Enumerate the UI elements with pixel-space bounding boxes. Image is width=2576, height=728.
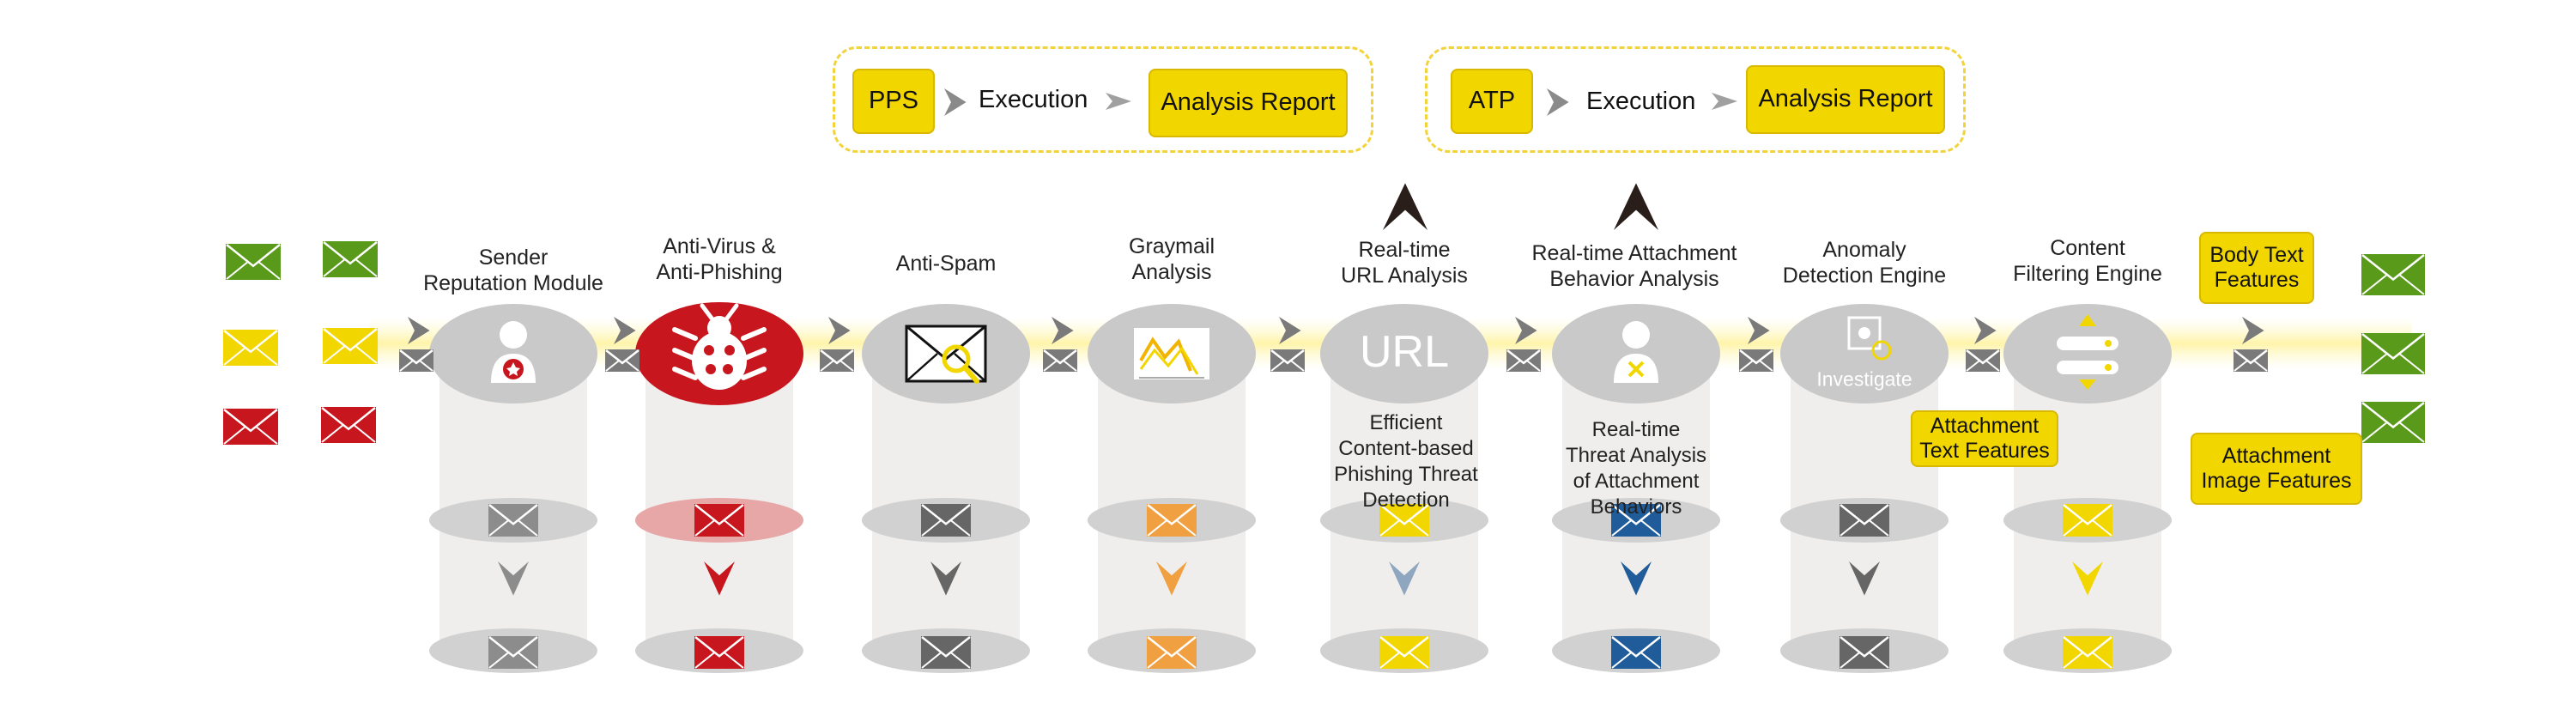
flow-envelope-icon xyxy=(605,349,639,372)
pps-analysis-report-box: Analysis Report xyxy=(1149,69,1348,137)
stage-output-envelope-icon xyxy=(488,636,538,669)
stage-output-envelope-icon xyxy=(1840,636,1889,669)
pps-execution-label: Execution xyxy=(979,86,1088,113)
stage-oval xyxy=(1320,304,1488,403)
stage-output-envelope-icon xyxy=(921,636,971,669)
flow-arrow-icon xyxy=(1974,317,1997,344)
stage-down-arrow-icon xyxy=(498,561,529,596)
chart-icon xyxy=(1134,328,1209,379)
flow-arrow-icon xyxy=(1515,317,1537,344)
stage-title-attachment-behavior: Real-time Attachment Behavior Analysis xyxy=(1531,241,1737,291)
incoming-email-icon xyxy=(321,407,376,443)
flow-envelope-icon xyxy=(1506,349,1541,372)
stage-title-content-filtering: Content Filtering Engine xyxy=(2013,236,2162,286)
atp-report-arrow-icon xyxy=(1712,93,1737,110)
incoming-email-icon xyxy=(223,330,278,366)
stage-input-envelope-icon xyxy=(1147,504,1197,537)
attachment-image-features-box: Attachment Image Features xyxy=(2191,433,2362,505)
atp-execution-label: Execution xyxy=(1586,88,1696,115)
flow-envelope-icon xyxy=(1739,349,1773,372)
investigate-icon-text: Investigate xyxy=(1816,367,1912,391)
stage-down-arrow-icon xyxy=(704,561,735,596)
stage-down-arrow-icon xyxy=(1156,561,1187,596)
flow-arrow-icon xyxy=(1052,317,1074,344)
attachment-text-features-box: Attachment Text Features xyxy=(1911,410,2058,467)
pps-arrow-icon xyxy=(944,88,967,116)
stage-down-arrow-icon xyxy=(1389,561,1420,596)
stage-input-envelope-icon xyxy=(1611,504,1661,537)
top-flow-atp xyxy=(1425,46,1966,153)
outgoing-email-icon xyxy=(2361,254,2425,295)
pps-box: PPS xyxy=(852,69,935,134)
stage-input-envelope-icon xyxy=(694,504,744,537)
envelope-search-icon xyxy=(905,325,987,384)
stage-input-envelope-icon xyxy=(1379,504,1429,537)
stage-down-arrow-icon xyxy=(1849,561,1880,596)
user-badge-icon xyxy=(491,321,536,383)
stage-output-envelope-icon xyxy=(1611,636,1661,669)
stage-input-envelope-icon xyxy=(488,504,538,537)
flow-arrow-icon xyxy=(2242,317,2264,344)
atp-analysis-report-box: Analysis Report xyxy=(1746,65,1945,134)
incoming-email-icon xyxy=(323,241,378,277)
flow-arrow-icon xyxy=(614,317,636,344)
stage-oval xyxy=(1780,304,1949,403)
stage-down-arrow-icon xyxy=(930,561,961,596)
stage-title-antivirus: Anti-Virus & Anti-Phishing xyxy=(656,234,783,284)
flow-envelope-icon xyxy=(399,349,433,372)
flow-envelope-icon xyxy=(1270,349,1305,372)
stage-input-envelope-icon xyxy=(2063,504,2112,537)
flow-arrow-icon xyxy=(1748,317,1770,344)
up-arrow-to-pps-icon xyxy=(1383,183,1427,230)
filter-icon xyxy=(2057,314,2118,390)
stage-output-envelope-icon xyxy=(2063,636,2112,669)
outgoing-email-icon xyxy=(2361,333,2425,374)
incoming-email-icon xyxy=(223,409,278,445)
stage-title-sender-reputation: Sender Reputation Module xyxy=(423,246,603,295)
url-analysis-description: Efficient Content-based Phishing Threat … xyxy=(1334,411,1478,512)
stage-down-arrow-icon xyxy=(1621,561,1652,596)
flow-arrow-icon xyxy=(408,317,430,344)
flow-envelope-icon xyxy=(1043,349,1077,372)
atp-box: ATP xyxy=(1451,69,1533,134)
stage-output-envelope-icon xyxy=(1379,636,1429,669)
flow-arrow-icon xyxy=(828,317,851,344)
stage-title-graymail: Graymail Analysis xyxy=(1128,234,1215,284)
flow-arrow-icon xyxy=(1279,317,1301,344)
bug-icon xyxy=(672,303,767,390)
stage-title-antispam: Anti-Spam xyxy=(895,252,997,276)
incoming-email-icon xyxy=(323,328,378,364)
stage-output-envelope-icon xyxy=(694,636,744,669)
puzzle-icon xyxy=(1847,316,1892,361)
outgoing-email-icon xyxy=(2361,402,2425,443)
flow-envelope-icon xyxy=(820,349,854,372)
incoming-email-icon xyxy=(226,244,281,280)
up-arrow-to-atp-icon xyxy=(1614,183,1658,230)
stage-input-envelope-icon xyxy=(1840,504,1889,537)
attachment-behavior-description: Real-time Threat Analysis of Attachment … xyxy=(1565,418,1707,519)
stage-output-envelope-icon xyxy=(1147,636,1197,669)
pps-report-arrow-icon xyxy=(1106,93,1131,110)
stage-input-envelope-icon xyxy=(921,504,971,537)
flow-envelope-icon xyxy=(2234,349,2268,372)
stage-down-arrow-icon xyxy=(2072,561,2103,596)
stage-oval xyxy=(2003,304,2172,403)
atp-arrow-icon xyxy=(1547,88,1569,116)
stage-title-url-analysis: Real-time URL Analysis xyxy=(1341,238,1468,288)
url-icon-text: URL xyxy=(1359,327,1450,377)
body-text-features-box: Body Text Features xyxy=(2199,232,2314,304)
flow-envelope-icon xyxy=(1966,349,2000,372)
stage-title-anomaly-detection: Anomaly Detection Engine xyxy=(1782,238,1947,288)
top-flow-pps xyxy=(833,46,1373,153)
user-x-icon xyxy=(1614,321,1658,383)
